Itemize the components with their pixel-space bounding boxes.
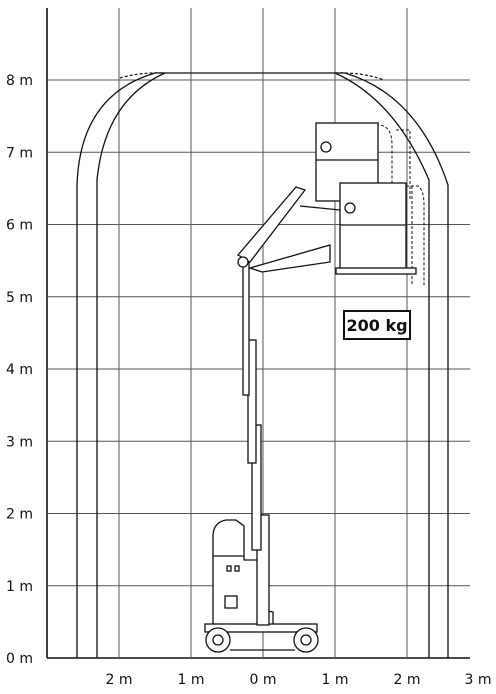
y-tick-label: 3 m — [6, 434, 33, 450]
wheel-right-hub — [300, 634, 312, 646]
platform-link — [299, 205, 341, 211]
x-tick-label: 1 m — [322, 672, 349, 688]
y-axis-ticks: 0 m 1 m 2 m 3 m 4 m 5 m 6 m 7 m 8 m — [6, 73, 33, 667]
y-tick-label: 8 m — [6, 73, 33, 89]
platform-cage — [339, 182, 407, 272]
x-axis-ticks: 2 m 1 m 0 m 1 m 2 m 3 m — [106, 672, 492, 688]
x-tick-label: 3 m — [465, 672, 492, 688]
load-capacity-badge: 200 kg — [343, 310, 411, 340]
jib-lower-boom — [247, 244, 331, 273]
envelope-inner — [96, 72, 430, 658]
y-tick-label: 6 m — [6, 218, 33, 234]
y-tick-label: 0 m — [6, 651, 33, 667]
y-tick-label: 1 m — [6, 579, 33, 595]
load-capacity-box — [343, 310, 411, 340]
operator-raised — [320, 141, 332, 153]
envelope-dashed-top — [119, 72, 385, 81]
vent-2 — [234, 565, 240, 572]
mast-section-3 — [247, 339, 257, 464]
operator — [344, 202, 356, 214]
y-tick-label: 2 m — [6, 507, 33, 523]
x-tick-label: 2 m — [106, 672, 133, 688]
mast-lift-machine — [204, 122, 425, 653]
x-tick-label: 0 m — [250, 672, 277, 688]
load-capacity-label: 200 kg — [346, 316, 407, 335]
control-box — [224, 595, 238, 609]
working-envelope — [76, 72, 449, 658]
y-tick-label: 7 m — [6, 145, 33, 161]
x-tick-label: 2 m — [394, 672, 421, 688]
y-tick-label: 4 m — [6, 362, 33, 378]
platform-floor — [335, 267, 417, 275]
wheel-left-hub — [212, 634, 224, 646]
envelope-outer — [76, 72, 449, 658]
mast-section-4 — [242, 254, 250, 396]
x-tick-label: 1 m — [178, 672, 205, 688]
y-tick-label: 5 m — [6, 290, 33, 306]
vent-1 — [226, 565, 232, 572]
platform-raised — [315, 124, 411, 201]
jib-pivot — [237, 256, 249, 268]
